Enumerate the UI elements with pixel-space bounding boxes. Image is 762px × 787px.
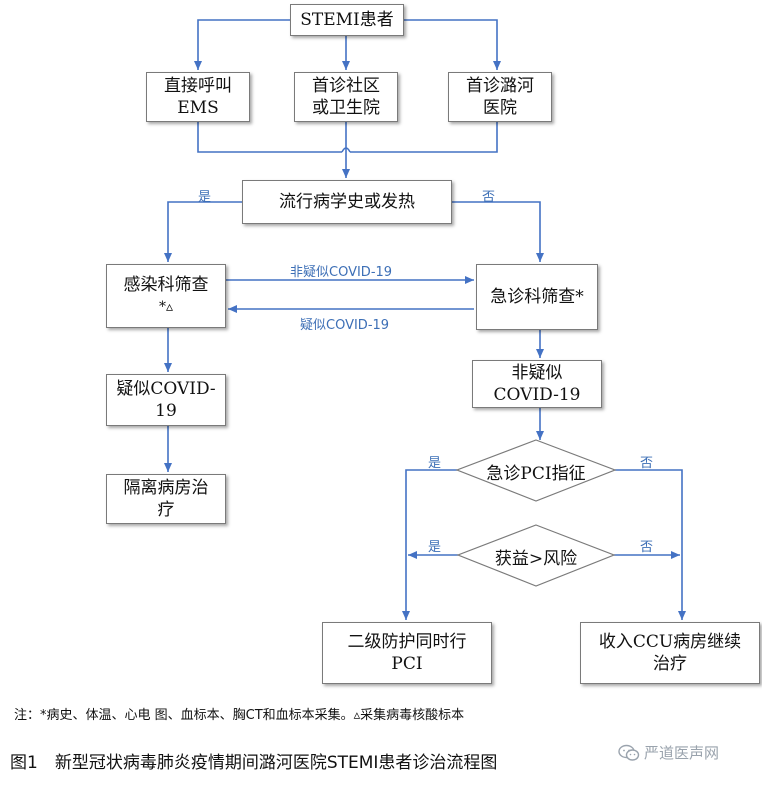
- label-pci-yes: 是: [428, 456, 442, 471]
- node-stemi: STEMI患者: [290, 4, 404, 36]
- node-ems: 直接呼叫 EMS: [146, 72, 250, 122]
- diamond-benefit-text: 获益>风险: [494, 549, 578, 569]
- node-nonsuspect: 非疑似 COVID-19: [472, 360, 602, 408]
- diamond-pci: [455, 439, 617, 502]
- label-epi-no: 否: [482, 190, 496, 205]
- arrow-stemi-luhe: [404, 19, 501, 70]
- wechat-icon: [618, 744, 640, 761]
- node-er-screen: 急诊科筛查*: [476, 264, 598, 330]
- label-epi-yes: 是: [198, 190, 212, 205]
- arrow-epi-er: [452, 201, 544, 262]
- node-ccu: 收入CCU病房继续 治疗: [580, 622, 760, 684]
- label-benefit-no: 否: [640, 540, 654, 555]
- line-ems-merge: [197, 122, 342, 153]
- watermark: 严道医声网: [618, 742, 719, 763]
- node-community: 首诊社区 或卫生院: [294, 72, 398, 122]
- arrow-pci-secondary: [402, 469, 457, 620]
- label-pci-no: 否: [640, 456, 654, 471]
- label-nonsuspect-arrow: 非疑似COVID-19: [290, 265, 393, 280]
- node-suspect: 疑似COVID- 19: [106, 374, 226, 426]
- node-luhe: 首诊潞河 医院: [448, 72, 552, 122]
- node-isolate: 隔离病房治 疗: [106, 474, 226, 524]
- watermark-text: 严道医声网: [644, 744, 720, 762]
- diamond-benefit: [456, 524, 616, 587]
- diamond-pci-text: 急诊PCI指征: [486, 464, 586, 484]
- label-suspect-arrow: 疑似COVID-19: [300, 318, 390, 333]
- arrow-pci-ccu: [615, 469, 686, 620]
- footnote: 注：*病史、体温、心电 图、血标本、胸CT和血标本采集。▵采集病毒核酸标本: [14, 708, 465, 723]
- line-luhe-merge: [350, 122, 498, 153]
- label-benefit-yes: 是: [428, 540, 442, 555]
- arrow-stemi-ems: [194, 19, 290, 70]
- figure-caption: 图1 新型冠状病毒肺炎疫情期间潞河医院STEMI患者诊治流程图: [10, 753, 498, 773]
- node-epi: 流行病学史或发热: [242, 180, 452, 224]
- arrow-epi-infect: [164, 201, 242, 262]
- node-secondary-pci: 二级防护同时行 PCI: [322, 622, 492, 684]
- node-infect-screen: 感染科筛查 *▵: [106, 264, 226, 328]
